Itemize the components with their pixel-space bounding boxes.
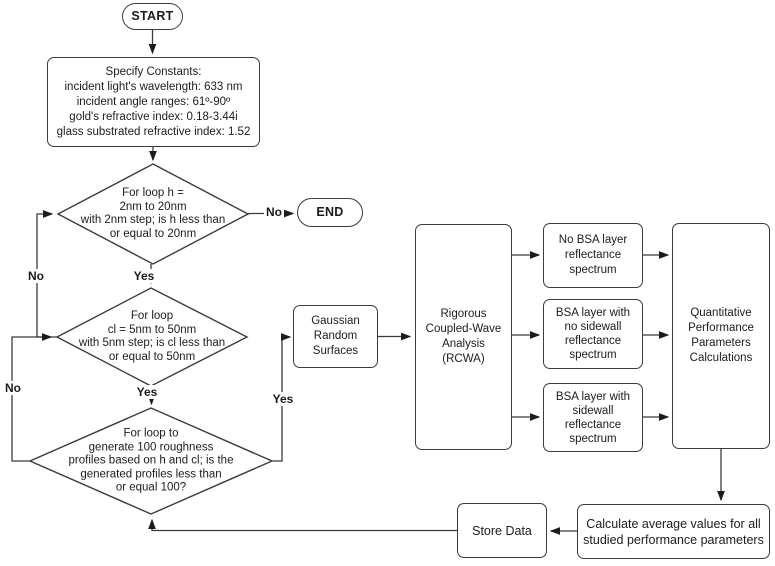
quantitative-parameters-process: Quantitative Performance Parameters Calc… [672, 223, 770, 449]
end-terminator: END [297, 198, 363, 227]
edge-label-h-no: No [264, 205, 284, 219]
no-bsa-reflectance-process: No BSA layer reflectance spectrum [543, 223, 643, 288]
edge-profilesloop-no-to-clloop [11, 333, 53, 462]
decision-profiles-loop-label: For loop to generate 100 roughness profi… [68, 427, 234, 494]
edge-label-profiles-no: No [3, 381, 23, 395]
edge-label-h-yes: Yes [131, 269, 157, 283]
specify-constants-process: Specify Constants: incident light's wave… [47, 57, 260, 147]
decision-h-loop-label: For loop h = 2nm to 20nm with 2nm step; … [80, 187, 226, 240]
bsa-sidewall-reflectance-process: BSA layer with sidewall reflectance spec… [543, 383, 643, 452]
rcwa-process: Rigorous Coupled-Wave Analysis (RCWA) [415, 224, 512, 450]
decision-cl-loop-label: For loop cl = 5nm to 50nm with 5nm step;… [78, 310, 226, 363]
edge-label-profiles-yes: Yes [270, 392, 296, 406]
decision-profiles-loop-shape [28, 407, 274, 515]
calculate-average-process: Calculate average values for all studied… [577, 504, 770, 559]
bsa-no-sidewall-reflectance-process: BSA layer with no sidewall reflectance s… [543, 299, 643, 369]
decision-h-loop-shape [56, 163, 250, 265]
edge-label-cl-yes: Yes [134, 385, 160, 399]
edge-label-cl-no: No [26, 269, 46, 283]
start-terminator: START [122, 3, 183, 30]
edge-store-to-profilesloop [148, 518, 457, 532]
gaussian-random-surfaces-process: Gaussian Random Surfaces [293, 305, 378, 368]
store-data-process: Store Data [457, 503, 547, 558]
